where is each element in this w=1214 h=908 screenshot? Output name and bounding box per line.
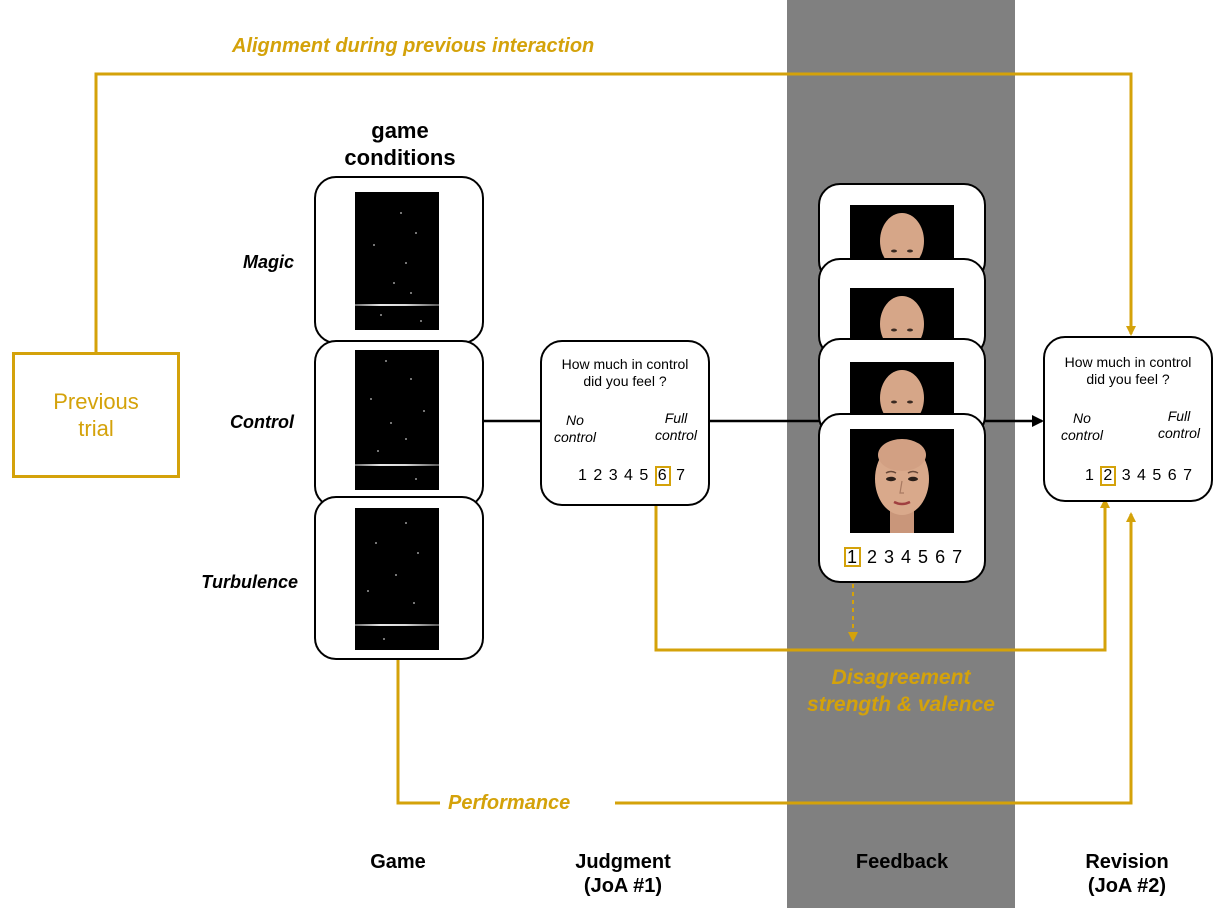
- judgment-scale-after: 7: [670, 467, 686, 484]
- game-screen-control: [355, 350, 439, 490]
- feedback-card-main: 1 2 3 4 5 6 7: [818, 413, 986, 583]
- revision-rating-scale: 1 2 3 4 5 6 7: [1085, 466, 1193, 486]
- feedback-rating-scale: 1 2 3 4 5 6 7: [844, 547, 963, 568]
- feedback-scale-after: 2 3 4 5 6 7: [861, 547, 964, 567]
- revision-card: How much in control did you feel ? No co…: [1043, 336, 1213, 502]
- face-image-main: [850, 429, 954, 533]
- stage-label-revision: Revision (JoA #2): [1085, 851, 1169, 897]
- game-card-magic: [314, 176, 484, 344]
- judgment-question: How much in control did you feel ?: [561, 356, 689, 389]
- face-image: [850, 288, 954, 346]
- judgment-card: How much in control did you feel ? No co…: [540, 340, 710, 506]
- judgment-anchor-high: Full control: [654, 410, 698, 443]
- condition-label-magic: Magic: [242, 252, 294, 272]
- judgment-anchor-low: No control: [553, 412, 597, 445]
- performance-label: Performance: [448, 792, 571, 814]
- game-screen-turbulence: [355, 508, 439, 650]
- condition-label-turbulence: Turbulence: [201, 572, 298, 592]
- revision-question: How much in control did you feel ?: [1064, 354, 1192, 387]
- game-lane: [355, 624, 439, 626]
- game-card-control: [314, 340, 484, 508]
- alignment-label: Alignment during previous interaction: [232, 35, 595, 57]
- game-lane: [355, 464, 439, 466]
- judgment-selected-rating: 6: [654, 466, 671, 486]
- judgment-scale-before: 1 2 3 4 5: [578, 467, 655, 484]
- game-card-turbulence: [314, 496, 484, 660]
- disagreement-label: Disagreement strength & valence: [807, 666, 995, 716]
- disagreement-path: [654, 486, 1110, 652]
- feedback-selected-rating: 1: [844, 547, 862, 567]
- revision-anchor-high: Full control: [1157, 408, 1201, 441]
- game-lane: [355, 304, 439, 306]
- revision-selected-rating: 2: [1100, 466, 1117, 486]
- previous-trial-box: Previous trial: [12, 352, 180, 478]
- revision-anchor-low: No control: [1060, 410, 1104, 443]
- face-icon: [875, 439, 929, 533]
- stage-label-judgment: Judgment (JoA #1): [575, 851, 671, 897]
- revision-scale-before: 1: [1085, 467, 1101, 484]
- revision-scale-after: 3 4 5 6 7: [1116, 467, 1193, 484]
- stage-label-feedback: Feedback: [855, 851, 949, 873]
- alignment-path: [94, 72, 1136, 352]
- performance-path-right: [615, 512, 1136, 805]
- performance-path-left: [396, 660, 440, 805]
- game-screen-magic: [355, 192, 439, 330]
- face-image: [850, 362, 954, 420]
- stage-label-game: Game: [370, 851, 426, 873]
- judgment-rating-scale: 1 2 3 4 5 6 7: [578, 466, 686, 486]
- condition-label-control: Control: [230, 412, 294, 432]
- face-image: [850, 205, 954, 265]
- game-conditions-title: game conditions: [344, 118, 456, 170]
- previous-trial-label: Previous trial: [53, 389, 139, 441]
